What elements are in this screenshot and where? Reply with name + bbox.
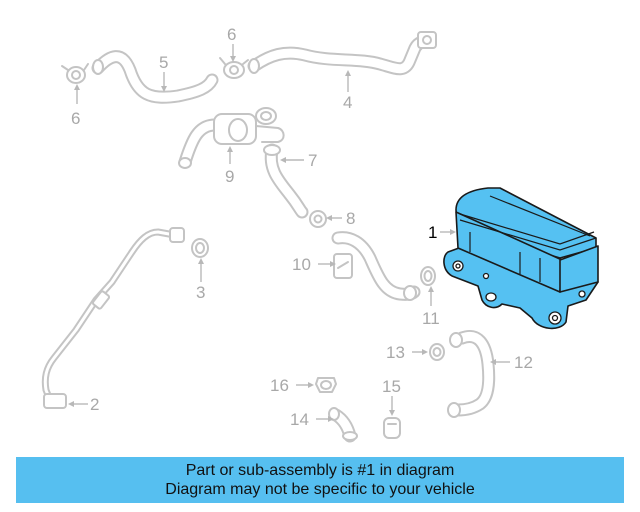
oil-cooler-part-1: [443, 187, 599, 330]
hose-part-10-assembly: [331, 231, 421, 301]
callout-13: 13: [386, 343, 405, 362]
callout-7: 7: [308, 151, 317, 170]
hose-part-14: [328, 407, 358, 443]
hose-part-7: [263, 143, 309, 219]
callout-15: 15: [382, 377, 401, 396]
callout-12: 12: [514, 353, 533, 372]
oring-part-13: [429, 343, 445, 361]
hose-part-12: [447, 330, 496, 418]
clamp-part-15: [383, 417, 401, 439]
info-banner: Part or sub-assembly is #1 in diagram Di…: [16, 457, 624, 503]
callout-4: 4: [343, 93, 352, 112]
clamp-part-6-top: [219, 57, 249, 79]
callout-11: 11: [422, 309, 440, 328]
hose-part-4: [247, 31, 437, 76]
parts-diagram: 1 2 3 4 5 6 6 7 8 9 10 11 12 13 14 15 16: [41, 25, 599, 443]
clamp-part-8: [309, 210, 327, 228]
callout-6-left: 6: [71, 109, 80, 128]
callout-16: 16: [270, 376, 289, 395]
oring-part-11: [420, 266, 436, 286]
callout-8: 8: [346, 209, 355, 228]
banner-line-part-number: Part or sub-assembly is #1 in diagram: [185, 462, 455, 479]
callout-10: 10: [292, 255, 311, 274]
callout-6-top: 6: [227, 25, 236, 44]
callout-3: 3: [196, 283, 205, 302]
banner-line-disclaimer: Diagram may not be specific to your vehi…: [165, 481, 475, 498]
hose-part-5: [91, 50, 219, 104]
clamp-part-6-left: [61, 63, 89, 84]
callout-5: 5: [159, 53, 168, 72]
callout-1: 1: [428, 223, 437, 242]
callout-2: 2: [90, 395, 99, 414]
thermostat-part-9: [178, 107, 285, 169]
callout-14: 14: [290, 410, 309, 429]
oring-part-3: [191, 238, 209, 258]
clip-part-16: [315, 377, 337, 393]
leader-lines: [68, 44, 510, 422]
pipe-part-2: [41, 227, 185, 409]
callout-9: 9: [225, 167, 234, 186]
